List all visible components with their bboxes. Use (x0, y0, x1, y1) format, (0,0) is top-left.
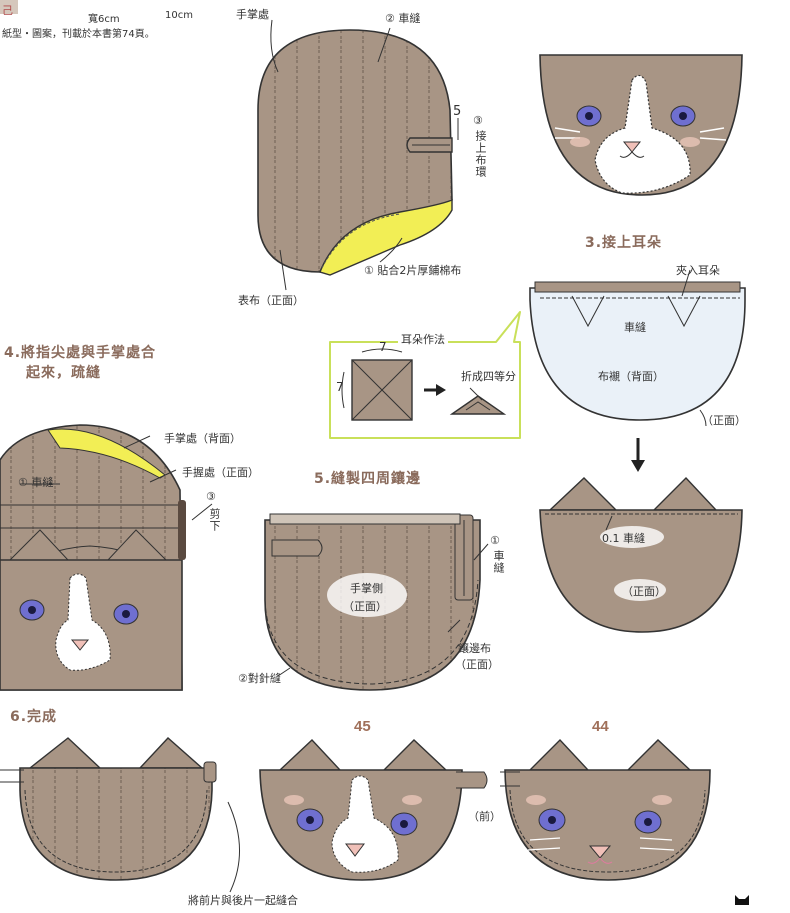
sew-number-fig5: ① (490, 534, 500, 547)
arrow-down-icon (631, 460, 645, 472)
sew-label-fig4b: 0.1 車縫 (602, 532, 645, 545)
ear-dim-top: 7 (379, 340, 387, 354)
sew-label-fig2: ② 車縫 (385, 12, 421, 25)
size-left-text: 寬6cm (88, 14, 120, 25)
fold-label: 折成四等分 (461, 370, 516, 383)
sew-label-fig3: 車縫 (624, 321, 646, 334)
sew-label-fig4: ① 車縫 (18, 476, 54, 489)
binding-label: 鑲邊布 (458, 642, 491, 655)
model-number-44: 44 (592, 718, 609, 735)
step5-title: 5.縫製四周鑲邊 (314, 471, 422, 487)
front-piece-label: （前） (468, 810, 501, 823)
ear-box-figure (329, 311, 521, 439)
ladder-stitch-label: ②對針縫 (238, 672, 281, 685)
mitten-step4-figure (0, 424, 213, 691)
fingertip-back-label: 手掌處（背面） (164, 432, 241, 445)
sew-label-fig5: 車縫 (492, 550, 505, 574)
size-right-text: 10cm (165, 10, 193, 21)
cat-face-top-figure (539, 54, 743, 196)
loop-number: ③ (473, 114, 483, 127)
finished-cat-45-figure (259, 739, 488, 881)
cat-mark-icon (735, 895, 749, 905)
pattern-note: 紙型・圖案，刊載於本書第74頁。 (2, 29, 155, 40)
finished-cat-44-figure (500, 738, 711, 881)
sew-together-label: 將前片與後片一起縫合 (188, 894, 298, 907)
cut-label: 剪下 (208, 508, 221, 532)
palm-label: 手掌處 (236, 8, 269, 21)
front-label-fig3: （正面） (702, 414, 746, 427)
palm-side-front: （正面） (343, 600, 387, 613)
model-number-45: 45 (354, 718, 371, 735)
outer-fabric-label: 表布（正面） (238, 294, 304, 307)
step6-title: 6.完成 (10, 709, 58, 725)
cut-number: ③ (206, 490, 216, 503)
batting-label: ① 貼合2片厚鋪棉布 (364, 264, 462, 277)
insert-ears-label: 夾入耳朵 (676, 264, 720, 277)
loop-label: 接上布環 (474, 130, 487, 178)
ear-dim-left: 7 (336, 380, 344, 394)
edge-text: 己 (2, 4, 13, 17)
step4-title-line1: 4.將指尖處與手掌處合 (4, 345, 157, 361)
five-mark: 5 (453, 104, 462, 119)
step4-title-line2: 起來，疏縫 (26, 365, 101, 381)
binding-front: （正面） (455, 658, 499, 671)
lining-step3-figure (529, 269, 746, 472)
palm-front-label: 手握處（正面） (182, 466, 259, 479)
step3-title: 3.接上耳朵 (585, 235, 663, 251)
ear-box-title: 耳朵作法 (398, 331, 448, 347)
mitten-step2-figure (257, 19, 459, 291)
front-label-fig4b: （正面） (622, 585, 666, 598)
finished-left-figure (0, 737, 240, 893)
binding-step5-figure (264, 513, 489, 691)
ears-up-figure (539, 476, 743, 633)
arrow-right-icon (436, 384, 446, 396)
palm-side-label: 手掌側 (350, 582, 383, 595)
lining-label: 布襯（背面） (598, 370, 664, 383)
